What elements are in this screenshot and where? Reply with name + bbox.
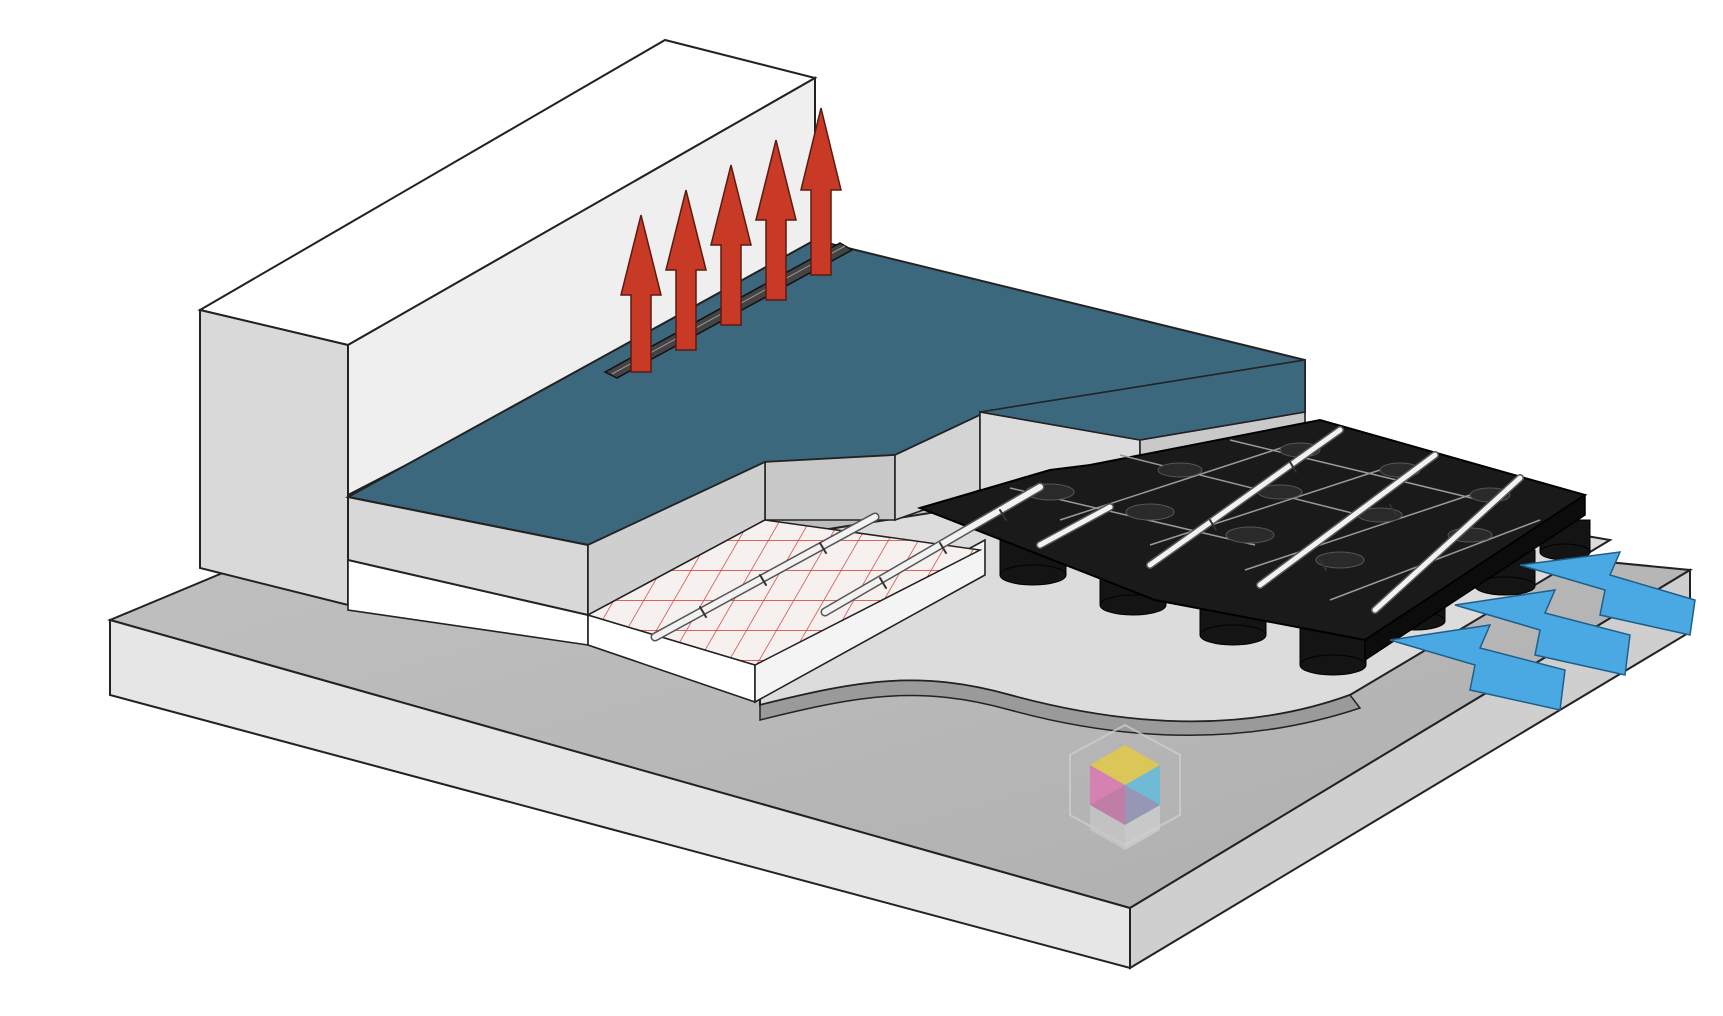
pipe bbox=[650, 512, 880, 642]
heating-pipes bbox=[650, 426, 1524, 642]
back-wall bbox=[197, 38, 818, 607]
arrow-in-icon bbox=[1519, 551, 1696, 636]
pipe bbox=[1036, 503, 1114, 549]
arrow-up-icon bbox=[665, 189, 707, 351]
hexagon-cube-logo bbox=[1069, 723, 1181, 850]
pipe bbox=[1371, 474, 1524, 614]
warm-air-arrows bbox=[620, 107, 842, 373]
pipe bbox=[820, 482, 1045, 617]
arrow-up-icon bbox=[710, 164, 752, 326]
pipe bbox=[1256, 451, 1439, 589]
floor-slab bbox=[345, 238, 1306, 617]
arrow-up-icon bbox=[800, 107, 842, 276]
arrow-in-icon bbox=[1389, 624, 1566, 711]
cold-air-arrows bbox=[1389, 551, 1696, 711]
arrow-up-icon bbox=[620, 214, 662, 373]
arrow-in-icon bbox=[1454, 589, 1631, 676]
drainage-cup-panel bbox=[916, 418, 1591, 676]
arrow-up-icon bbox=[755, 139, 797, 301]
pipe bbox=[1146, 426, 1344, 569]
heating-mesh bbox=[586, 519, 983, 666]
